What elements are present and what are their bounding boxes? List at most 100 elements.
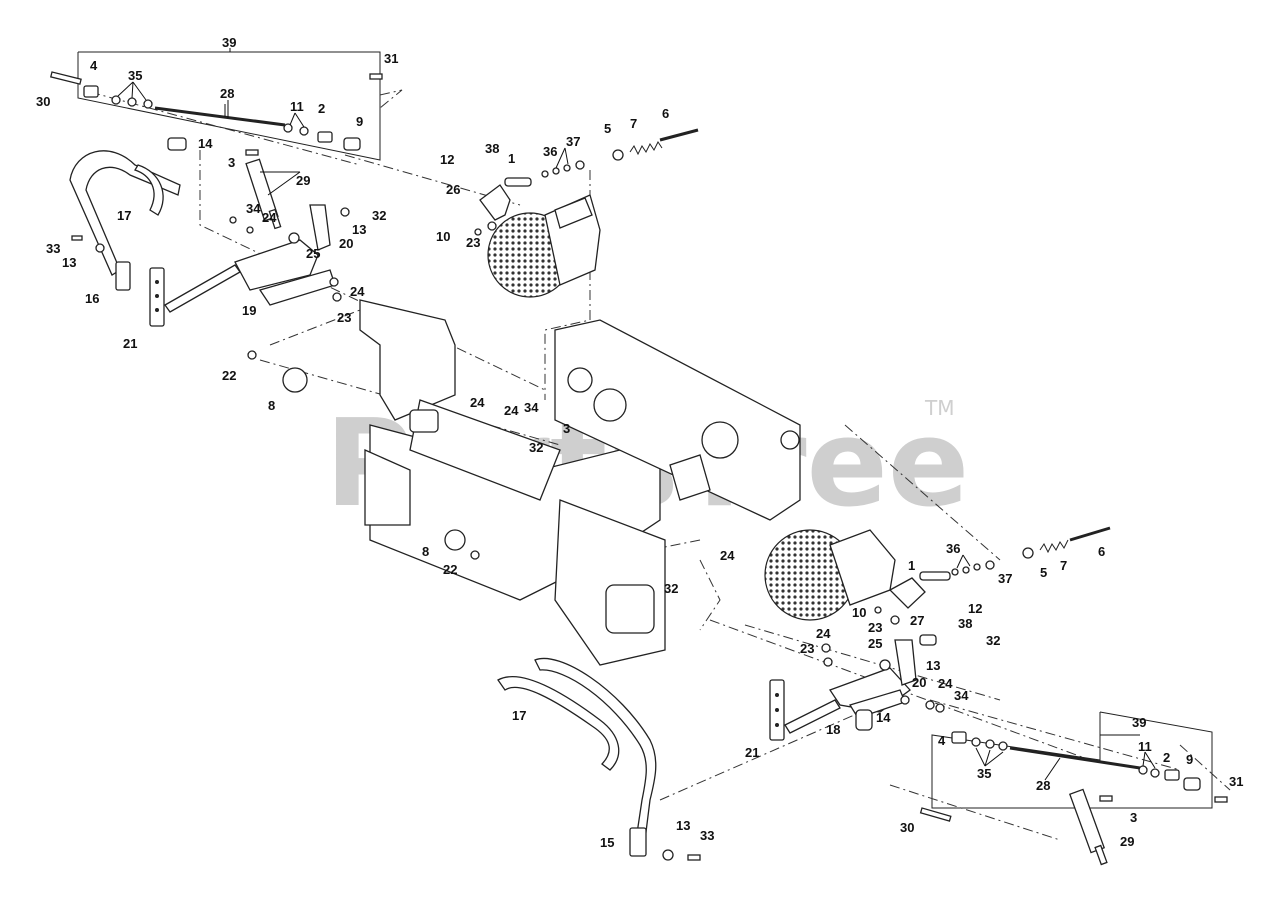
callout-22: 22 xyxy=(222,368,236,383)
lower-handle xyxy=(497,657,701,861)
callout-33: 33 xyxy=(46,241,60,256)
callout-24: 24 xyxy=(938,676,953,691)
callout-16: 16 xyxy=(85,291,99,306)
callout-7: 7 xyxy=(1060,558,1067,573)
callout-21: 21 xyxy=(123,336,137,351)
lower-rod-assembly xyxy=(919,731,1228,866)
callout-38: 38 xyxy=(958,616,972,631)
callout-20: 20 xyxy=(912,675,926,690)
callout-5: 5 xyxy=(604,121,611,136)
callout-6: 6 xyxy=(1098,544,1105,559)
callout-32: 32 xyxy=(372,208,386,223)
leader-lines xyxy=(117,48,1156,781)
callout-1: 1 xyxy=(908,558,915,573)
callout-9: 9 xyxy=(356,114,363,129)
upper-hydro-pump xyxy=(474,160,601,298)
callout-17: 17 xyxy=(117,208,131,223)
callout-30: 30 xyxy=(36,94,50,109)
callout-15: 15 xyxy=(600,835,614,850)
callout-22: 22 xyxy=(443,562,457,577)
callout-39: 39 xyxy=(1132,715,1146,730)
callout-13: 13 xyxy=(926,658,940,673)
callout-14: 14 xyxy=(198,136,213,151)
callout-37: 37 xyxy=(566,134,580,149)
callout-12: 12 xyxy=(968,601,982,616)
callout-34: 34 xyxy=(524,400,539,415)
callout-12: 12 xyxy=(440,152,454,167)
callout-11: 11 xyxy=(1138,739,1152,754)
main-frame xyxy=(247,299,801,666)
callout-20: 20 xyxy=(339,236,353,251)
callout-10: 10 xyxy=(436,229,450,244)
callout-32: 32 xyxy=(529,440,543,455)
callout-25: 25 xyxy=(306,246,320,261)
callout-19: 19 xyxy=(242,303,256,318)
callout-33: 33 xyxy=(700,828,714,843)
callout-23: 23 xyxy=(800,641,814,656)
left-lever-bracket xyxy=(71,204,350,306)
callout-23: 23 xyxy=(466,235,480,250)
callout-labels: 39 31 30 4 35 28 11 2 9 14 3 29 17 34 24… xyxy=(36,35,1243,850)
callout-36: 36 xyxy=(946,541,960,556)
lower-lever-bracket xyxy=(769,639,945,741)
callout-28: 28 xyxy=(1036,778,1050,793)
callout-34: 34 xyxy=(954,688,969,703)
group-box-upper xyxy=(77,51,381,161)
callout-8: 8 xyxy=(422,544,429,559)
callout-24: 24 xyxy=(816,626,831,641)
callout-39: 39 xyxy=(222,35,236,50)
callout-24: 24 xyxy=(262,210,277,225)
callout-27: 27 xyxy=(910,613,924,628)
callout-32: 32 xyxy=(986,633,1000,648)
callout-23: 23 xyxy=(868,620,882,635)
callout-3: 3 xyxy=(228,155,235,170)
callout-1: 1 xyxy=(508,151,515,166)
callout-36: 36 xyxy=(543,144,557,159)
callout-31: 31 xyxy=(1229,774,1243,789)
group-box-lower xyxy=(931,711,1213,809)
callout-17: 17 xyxy=(512,708,526,723)
callout-10: 10 xyxy=(852,605,866,620)
callout-5: 5 xyxy=(1040,565,1047,580)
callout-18: 18 xyxy=(826,722,840,737)
callout-4: 4 xyxy=(90,58,98,73)
callout-34: 34 xyxy=(246,201,261,216)
left-shock-assembly xyxy=(167,137,282,230)
watermark-trademark: TM xyxy=(924,396,954,420)
callout-26: 26 xyxy=(446,182,460,197)
upper-spring xyxy=(612,128,699,161)
callout-23: 23 xyxy=(337,310,351,325)
lower-hydro-pump xyxy=(764,529,995,646)
callout-2: 2 xyxy=(1163,750,1170,765)
callout-8: 8 xyxy=(268,398,275,413)
callout-6: 6 xyxy=(662,106,669,121)
callout-24: 24 xyxy=(350,284,365,299)
callout-3: 3 xyxy=(563,421,570,436)
callout-24: 24 xyxy=(504,403,519,418)
callout-13: 13 xyxy=(352,222,366,237)
callout-13: 13 xyxy=(676,818,690,833)
callout-38: 38 xyxy=(485,141,499,156)
callout-28: 28 xyxy=(220,86,234,101)
callout-25: 25 xyxy=(868,636,882,651)
callout-24: 24 xyxy=(470,395,485,410)
callout-2: 2 xyxy=(318,101,325,116)
callout-3: 3 xyxy=(1130,810,1137,825)
callout-32: 32 xyxy=(664,581,678,596)
callout-11: 11 xyxy=(290,99,304,114)
callout-14: 14 xyxy=(876,710,891,725)
callout-9: 9 xyxy=(1186,752,1193,767)
callout-29: 29 xyxy=(1120,834,1134,849)
callout-31: 31 xyxy=(384,51,398,66)
callout-37: 37 xyxy=(998,571,1012,586)
callout-4: 4 xyxy=(938,733,946,748)
callout-35: 35 xyxy=(977,766,991,781)
callout-30: 30 xyxy=(900,820,914,835)
lower-spring xyxy=(1022,526,1111,559)
callout-21: 21 xyxy=(745,745,759,760)
callout-29: 29 xyxy=(296,173,310,188)
callout-24: 24 xyxy=(720,548,735,563)
callout-13: 13 xyxy=(62,255,76,270)
